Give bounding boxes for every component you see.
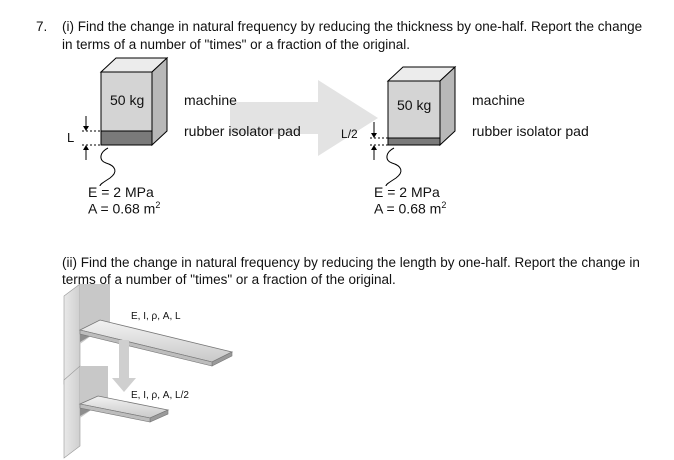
question-number: 7.: [36, 19, 48, 34]
part2-text-line1: (ii) Find the change in natural frequenc…: [62, 255, 640, 270]
top-cantilever: [63, 283, 234, 385]
left-modulus: E = 2 MPa: [88, 184, 154, 200]
left-thickness-symbol: L: [67, 130, 75, 145]
top-beam-label: E, I, ρ, A, L: [131, 311, 181, 322]
left-area-prefix: A = 0.68 m: [88, 200, 156, 217]
right-thickness-num: L: [341, 127, 348, 141]
fraction-slash: /: [347, 127, 352, 141]
left-machine: [82, 56, 169, 187]
left-area-exp: 2: [155, 200, 161, 210]
right-area-exp: 2: [441, 200, 447, 210]
bottom-beam-label: E, I, ρ, A, L/2: [131, 390, 189, 401]
down-arrow: [112, 340, 136, 392]
left-pad-label: rubber isolator pad: [184, 123, 301, 139]
left-area: A = 0.68 m2: [88, 200, 160, 217]
right-machine-label: machine: [472, 92, 525, 108]
right-pad-label: rubber isolator pad: [472, 123, 589, 139]
bottom-cantilever: [63, 365, 170, 459]
part2-text-line2: terms of a number of "times" or a fracti…: [62, 272, 396, 287]
right-area-prefix: A = 0.68 m: [374, 200, 442, 217]
right-thickness-den: 2: [351, 127, 358, 141]
right-modulus: E = 2 MPa: [374, 184, 440, 200]
right-thickness-fraction: L/2: [341, 128, 358, 140]
left-mass-label: 50 kg: [110, 92, 145, 108]
part1-text-line1: (i) Find the change in natural frequency…: [62, 19, 643, 34]
left-machine-label: machine: [184, 92, 237, 108]
right-mass-label: 50 kg: [397, 97, 432, 113]
right-machine: [370, 65, 457, 187]
part1-text-line2: in terms of a number of "times" or a fra…: [62, 37, 410, 52]
big-right-arrow: [230, 80, 378, 156]
right-area: A = 0.68 m2: [374, 200, 446, 217]
